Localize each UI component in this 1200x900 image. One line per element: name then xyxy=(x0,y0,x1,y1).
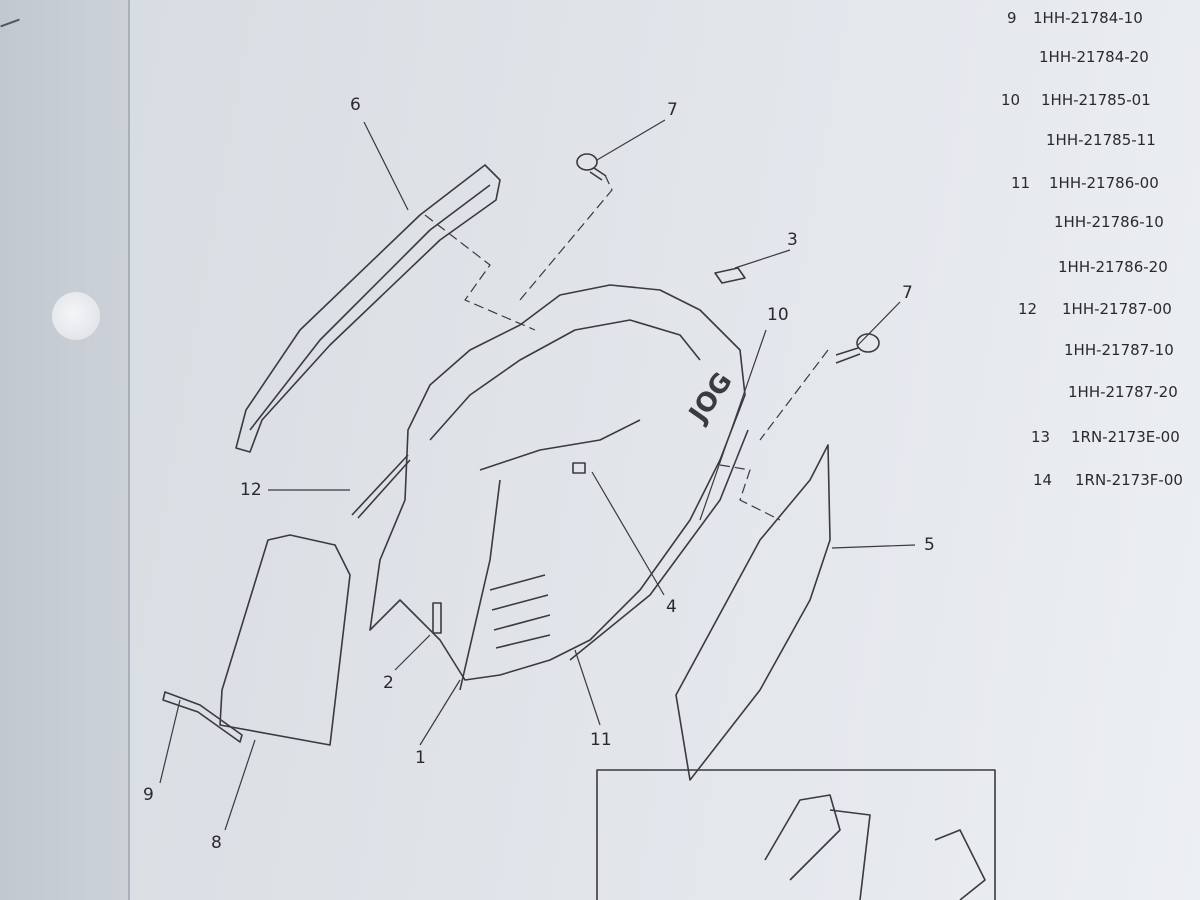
part-7-bolt-right xyxy=(835,333,880,364)
part-8-side-panel xyxy=(219,534,351,746)
callout-11: 11 xyxy=(590,730,612,750)
parts-list-row: 1HH-21787-10 xyxy=(1064,341,1174,359)
part-7-bolt-top xyxy=(576,153,607,181)
callout-7b: 7 xyxy=(902,283,913,303)
callout-3: 3 xyxy=(787,230,798,250)
part-3-sticker xyxy=(714,267,746,284)
part-4-clip xyxy=(572,462,586,474)
callout-7: 7 xyxy=(667,100,678,120)
facing-page xyxy=(0,0,130,900)
binder-hole xyxy=(52,292,100,340)
parts-list-row: 1HH-21787-20 xyxy=(1068,383,1178,401)
callout-1: 1 xyxy=(415,748,426,768)
detail-inset-box xyxy=(596,769,996,900)
parts-list-row: 1HH-21786-20 xyxy=(1058,258,1168,276)
part-5-side-panel xyxy=(675,444,831,781)
parts-list-row: 1HH-21784-20 xyxy=(1039,48,1149,66)
part-1-front-cover xyxy=(369,284,746,681)
callout-2: 2 xyxy=(383,673,394,693)
part-12-strip xyxy=(351,454,411,519)
parts-list-row: 1HH-21785-11 xyxy=(1046,131,1156,149)
parts-list-row: 1HH-21786-10 xyxy=(1054,213,1164,231)
callout-10: 10 xyxy=(767,305,789,325)
callout-6: 6 xyxy=(350,95,361,115)
callout-4: 4 xyxy=(666,597,677,617)
callout-5: 5 xyxy=(924,535,935,555)
part-2-clip xyxy=(432,602,442,634)
vent-slats xyxy=(489,574,551,649)
callout-9: 9 xyxy=(143,785,154,805)
callout-8: 8 xyxy=(211,833,222,853)
callout-12: 12 xyxy=(240,480,262,500)
part-6-rail xyxy=(235,164,501,453)
jog-emblem: JOG xyxy=(682,367,738,429)
part-9-strip xyxy=(162,691,243,743)
